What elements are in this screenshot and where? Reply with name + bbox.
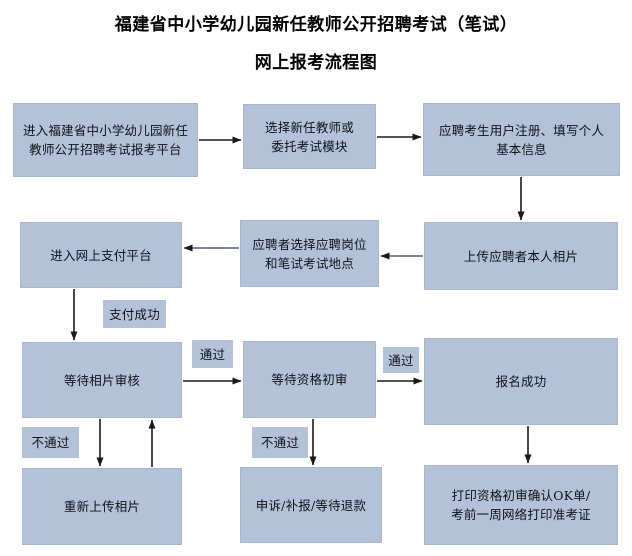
node-select-post-site[interactable]: 应聘者选择应聘岗位和笔试考试地点: [240, 220, 379, 287]
node-label: 等待资格初审: [271, 372, 348, 387]
edge-label-text: 通过: [388, 352, 414, 368]
edge-label-text: 不通过: [260, 435, 300, 450]
node-label: 进入网上支付平台: [50, 247, 152, 263]
edge-label-fail-photo: 不通过: [22, 427, 79, 458]
node-upload-photo[interactable]: 上传应聘者本人相片: [424, 222, 618, 290]
edge-label-text: 通过: [199, 346, 226, 362]
node-label: 选择新任教师或委托考试模块: [265, 119, 354, 154]
node-select-module[interactable]: 选择新任教师或委托考试模块: [243, 104, 376, 169]
node-signup-success[interactable]: 报名成功: [424, 338, 618, 425]
node-label: 报名成功: [495, 374, 547, 389]
node-appeal-refund[interactable]: 申诉/补报/等待退款: [240, 467, 382, 543]
edge-label-text: 不通过: [31, 435, 70, 450]
node-label: 重新上传相片: [63, 499, 141, 514]
node-label: 应聘者选择应聘岗位和笔试考试地点: [252, 236, 367, 271]
node-reupload-photo[interactable]: 重新上传相片: [22, 468, 182, 545]
node-await-qual-review[interactable]: 等待资格初审: [243, 341, 376, 418]
chart-title-block: 福建省中小学幼儿园新任教师公开招聘考试（笔试） 网上报考流程图: [0, 12, 632, 76]
node-enter-payment[interactable]: 进入网上支付平台: [20, 222, 182, 288]
node-await-photo-review[interactable]: 等待相片审核: [22, 342, 182, 418]
node-print-ok-admission[interactable]: 打印资格初审确认OK单/考前一周网络打印准考证: [424, 465, 618, 545]
node-label: 进入福建省中小学幼儿园新任教师公开招聘考试报考平台: [22, 123, 189, 157]
node-register-info[interactable]: 应聘考生用户注册、填写个人基本信息: [423, 103, 620, 176]
node-label: 等待相片审核: [63, 372, 141, 388]
edge-label-payment-success: 支付成功: [103, 300, 166, 328]
node-enter-platform[interactable]: 进入福建省中小学幼儿园新任教师公开招聘考试报考平台: [13, 103, 198, 177]
page-title-line-2: 网上报考流程图: [254, 53, 378, 73]
node-label: 申诉/补报/等待退款: [255, 497, 367, 513]
node-label: 打印资格初审确认OK单/考前一周网络打印准考证: [451, 488, 591, 522]
edge-label-text: 支付成功: [109, 306, 160, 322]
edge-label-fail-qual: 不通过: [252, 427, 308, 458]
edge-label-pass-qual: 通过: [383, 347, 419, 373]
node-label: 应聘考生用户注册、填写个人基本信息: [438, 122, 605, 157]
node-label: 上传应聘者本人相片: [463, 248, 579, 264]
edge-label-pass-photo: 通过: [192, 340, 233, 368]
page-title-line-1: 福建省中小学幼儿园新任教师公开招聘考试（笔试）: [114, 15, 518, 35]
